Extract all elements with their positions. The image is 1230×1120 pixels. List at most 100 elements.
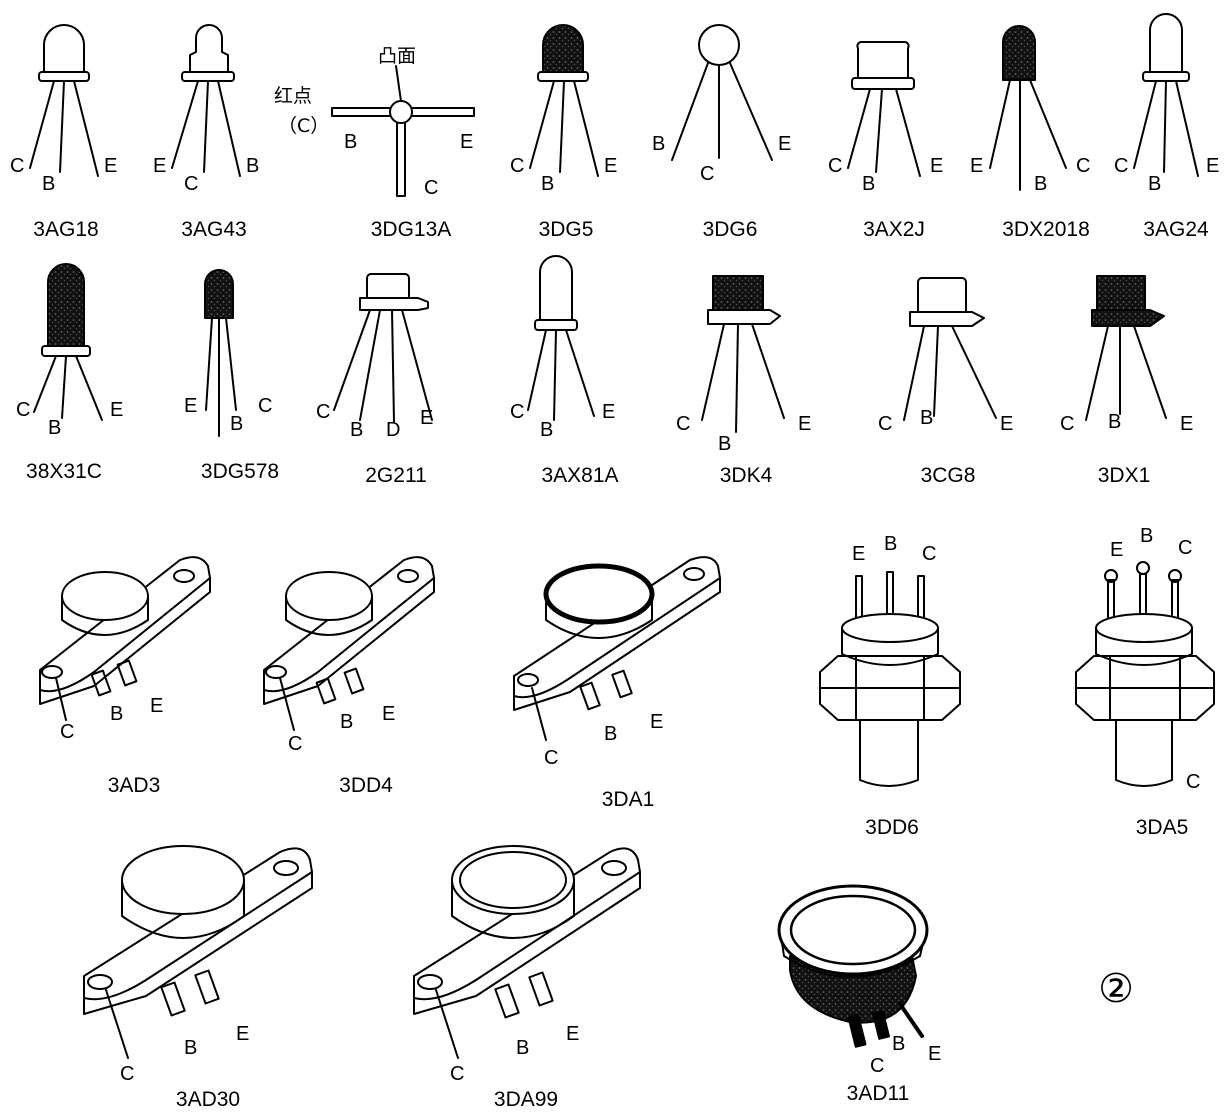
convex-face-label: 凸面 — [378, 45, 416, 67]
pin-label: E — [930, 155, 943, 177]
pin-label: E — [460, 131, 473, 153]
transistor-38X31C: C B E 38X31C — [16, 263, 123, 483]
pin-label: E — [970, 155, 983, 177]
transistor-3AG18: C B E 3AG18 — [10, 24, 117, 241]
pin-label: C — [10, 155, 24, 177]
transistor-3AG24: C B E 3AG24 — [1114, 13, 1219, 241]
part-label: 3DG578 — [201, 460, 279, 483]
pin-label: B — [516, 1037, 529, 1059]
part-label: 38X31C — [26, 460, 102, 483]
red-dot-label: 红点 — [274, 85, 312, 107]
transistor-3AD11: C B E 3AD11 — [777, 884, 941, 1105]
pin-label: D — [386, 419, 400, 441]
pin-label: C — [16, 399, 30, 421]
pin-label: E — [236, 1023, 249, 1045]
pin-label: C — [1076, 155, 1090, 177]
transistor-3DX2018: E B C 3DX2018 — [970, 25, 1090, 241]
pin-label: B — [862, 173, 875, 195]
transistor-3DX1: C B E 3DX1 — [1060, 275, 1193, 487]
pin-label: E — [150, 695, 163, 717]
pin-label: C — [1178, 537, 1192, 559]
pin-label: C — [316, 401, 330, 423]
pin-label: E — [602, 401, 615, 423]
red-dot-pin-label: （C） — [278, 115, 329, 137]
transistor-3DG6: B C E 3DG6 — [652, 24, 791, 241]
transistor-3AG43: E C B 3AG43 — [153, 24, 259, 241]
pin-label: C — [878, 413, 892, 435]
transistor-3DK4: C B E 3DK4 — [676, 275, 811, 487]
pin-label: B — [344, 131, 357, 153]
transistor-3DA99: C B E 3DA99 — [413, 845, 641, 1111]
pin-label: E — [382, 703, 395, 725]
pin-label: C — [510, 401, 524, 423]
pin-label: C — [1114, 155, 1128, 177]
pin-label: E — [1180, 413, 1193, 435]
pin-label: B — [884, 533, 897, 555]
part-label: 3DX2018 — [1002, 218, 1090, 241]
pin-label: C — [676, 413, 690, 435]
pin-label: E — [650, 711, 663, 733]
pin-label: E — [1206, 155, 1219, 177]
transistor-3AD3: C B E 3AD3 — [39, 556, 211, 797]
pin-label: C — [870, 1055, 884, 1077]
pin-label: E — [566, 1023, 579, 1045]
pin-label: B — [718, 433, 731, 455]
part-label: 2G211 — [365, 464, 427, 487]
pin-label: C — [828, 155, 842, 177]
transistor-3DG13A: 凸面 红点 （C） B E C 3DG13A — [274, 45, 475, 241]
part-label: 3DD4 — [339, 774, 393, 797]
pin-label: B — [184, 1037, 197, 1059]
part-label: 3AD11 — [847, 1082, 910, 1105]
part-label: 3AX2J — [863, 218, 925, 241]
part-label: 3AD3 — [108, 774, 161, 797]
figure-number: ② — [1098, 966, 1134, 1012]
pin-label: B — [340, 711, 353, 733]
transistor-3CG8: C B E 3CG8 — [878, 277, 1013, 487]
pin-label: B — [892, 1033, 905, 1055]
pin-label: E — [1110, 539, 1123, 561]
pin-label: C — [450, 1063, 464, 1085]
pin-label: E — [928, 1043, 941, 1065]
transistor-3DG578: E B C 3DG578 — [184, 269, 279, 483]
pin-label: B — [540, 419, 553, 441]
transistor-3DG5: C B E 3DG5 — [510, 24, 617, 241]
pin-label: B — [920, 407, 933, 429]
pin-label: C — [424, 177, 438, 199]
part-label: 3DX1 — [1098, 464, 1151, 487]
pin-label: E — [852, 543, 865, 565]
part-label: 3AD30 — [176, 1088, 240, 1111]
pin-label: B — [1148, 173, 1161, 195]
transistor-3DD6: E B C 3DD6 — [819, 533, 961, 839]
pin-label: B — [350, 419, 363, 441]
pin-label: B — [1108, 411, 1121, 433]
part-label: 3AG24 — [1143, 218, 1209, 241]
part-label: 3DD6 — [865, 816, 919, 839]
pin-label: E — [153, 155, 166, 177]
part-label: 3DA1 — [602, 788, 655, 811]
pin-label: E — [420, 407, 433, 429]
pin-label: E — [184, 395, 197, 417]
part-label: 3DG6 — [703, 218, 758, 241]
pin-label: B — [652, 133, 665, 155]
pin-label: B — [110, 703, 123, 725]
part-label: 3DG13A — [371, 218, 452, 241]
pin-label: C — [1060, 413, 1074, 435]
pin-label: B — [1140, 525, 1153, 547]
pin-label: E — [1000, 413, 1013, 435]
pin-label: B — [246, 155, 259, 177]
pin-label: E — [110, 399, 123, 421]
pin-label: B — [1034, 173, 1047, 195]
part-label: 3AG18 — [33, 218, 98, 241]
transistor-2G211: C B D E 2G211 — [316, 273, 433, 487]
pin-label: E — [778, 133, 791, 155]
part-label: 3DA99 — [494, 1088, 558, 1111]
pin-label: E — [104, 155, 117, 177]
pin-label: C — [258, 395, 272, 417]
pin-label: B — [48, 417, 61, 439]
transistor-3AD30: C B E 3AD30 — [83, 845, 313, 1111]
part-label: 3AX81A — [541, 464, 618, 487]
pin-label: B — [230, 413, 243, 435]
pin-label: C — [1186, 771, 1200, 793]
transistor-3AX2J: C B E 3AX2J — [828, 40, 943, 241]
